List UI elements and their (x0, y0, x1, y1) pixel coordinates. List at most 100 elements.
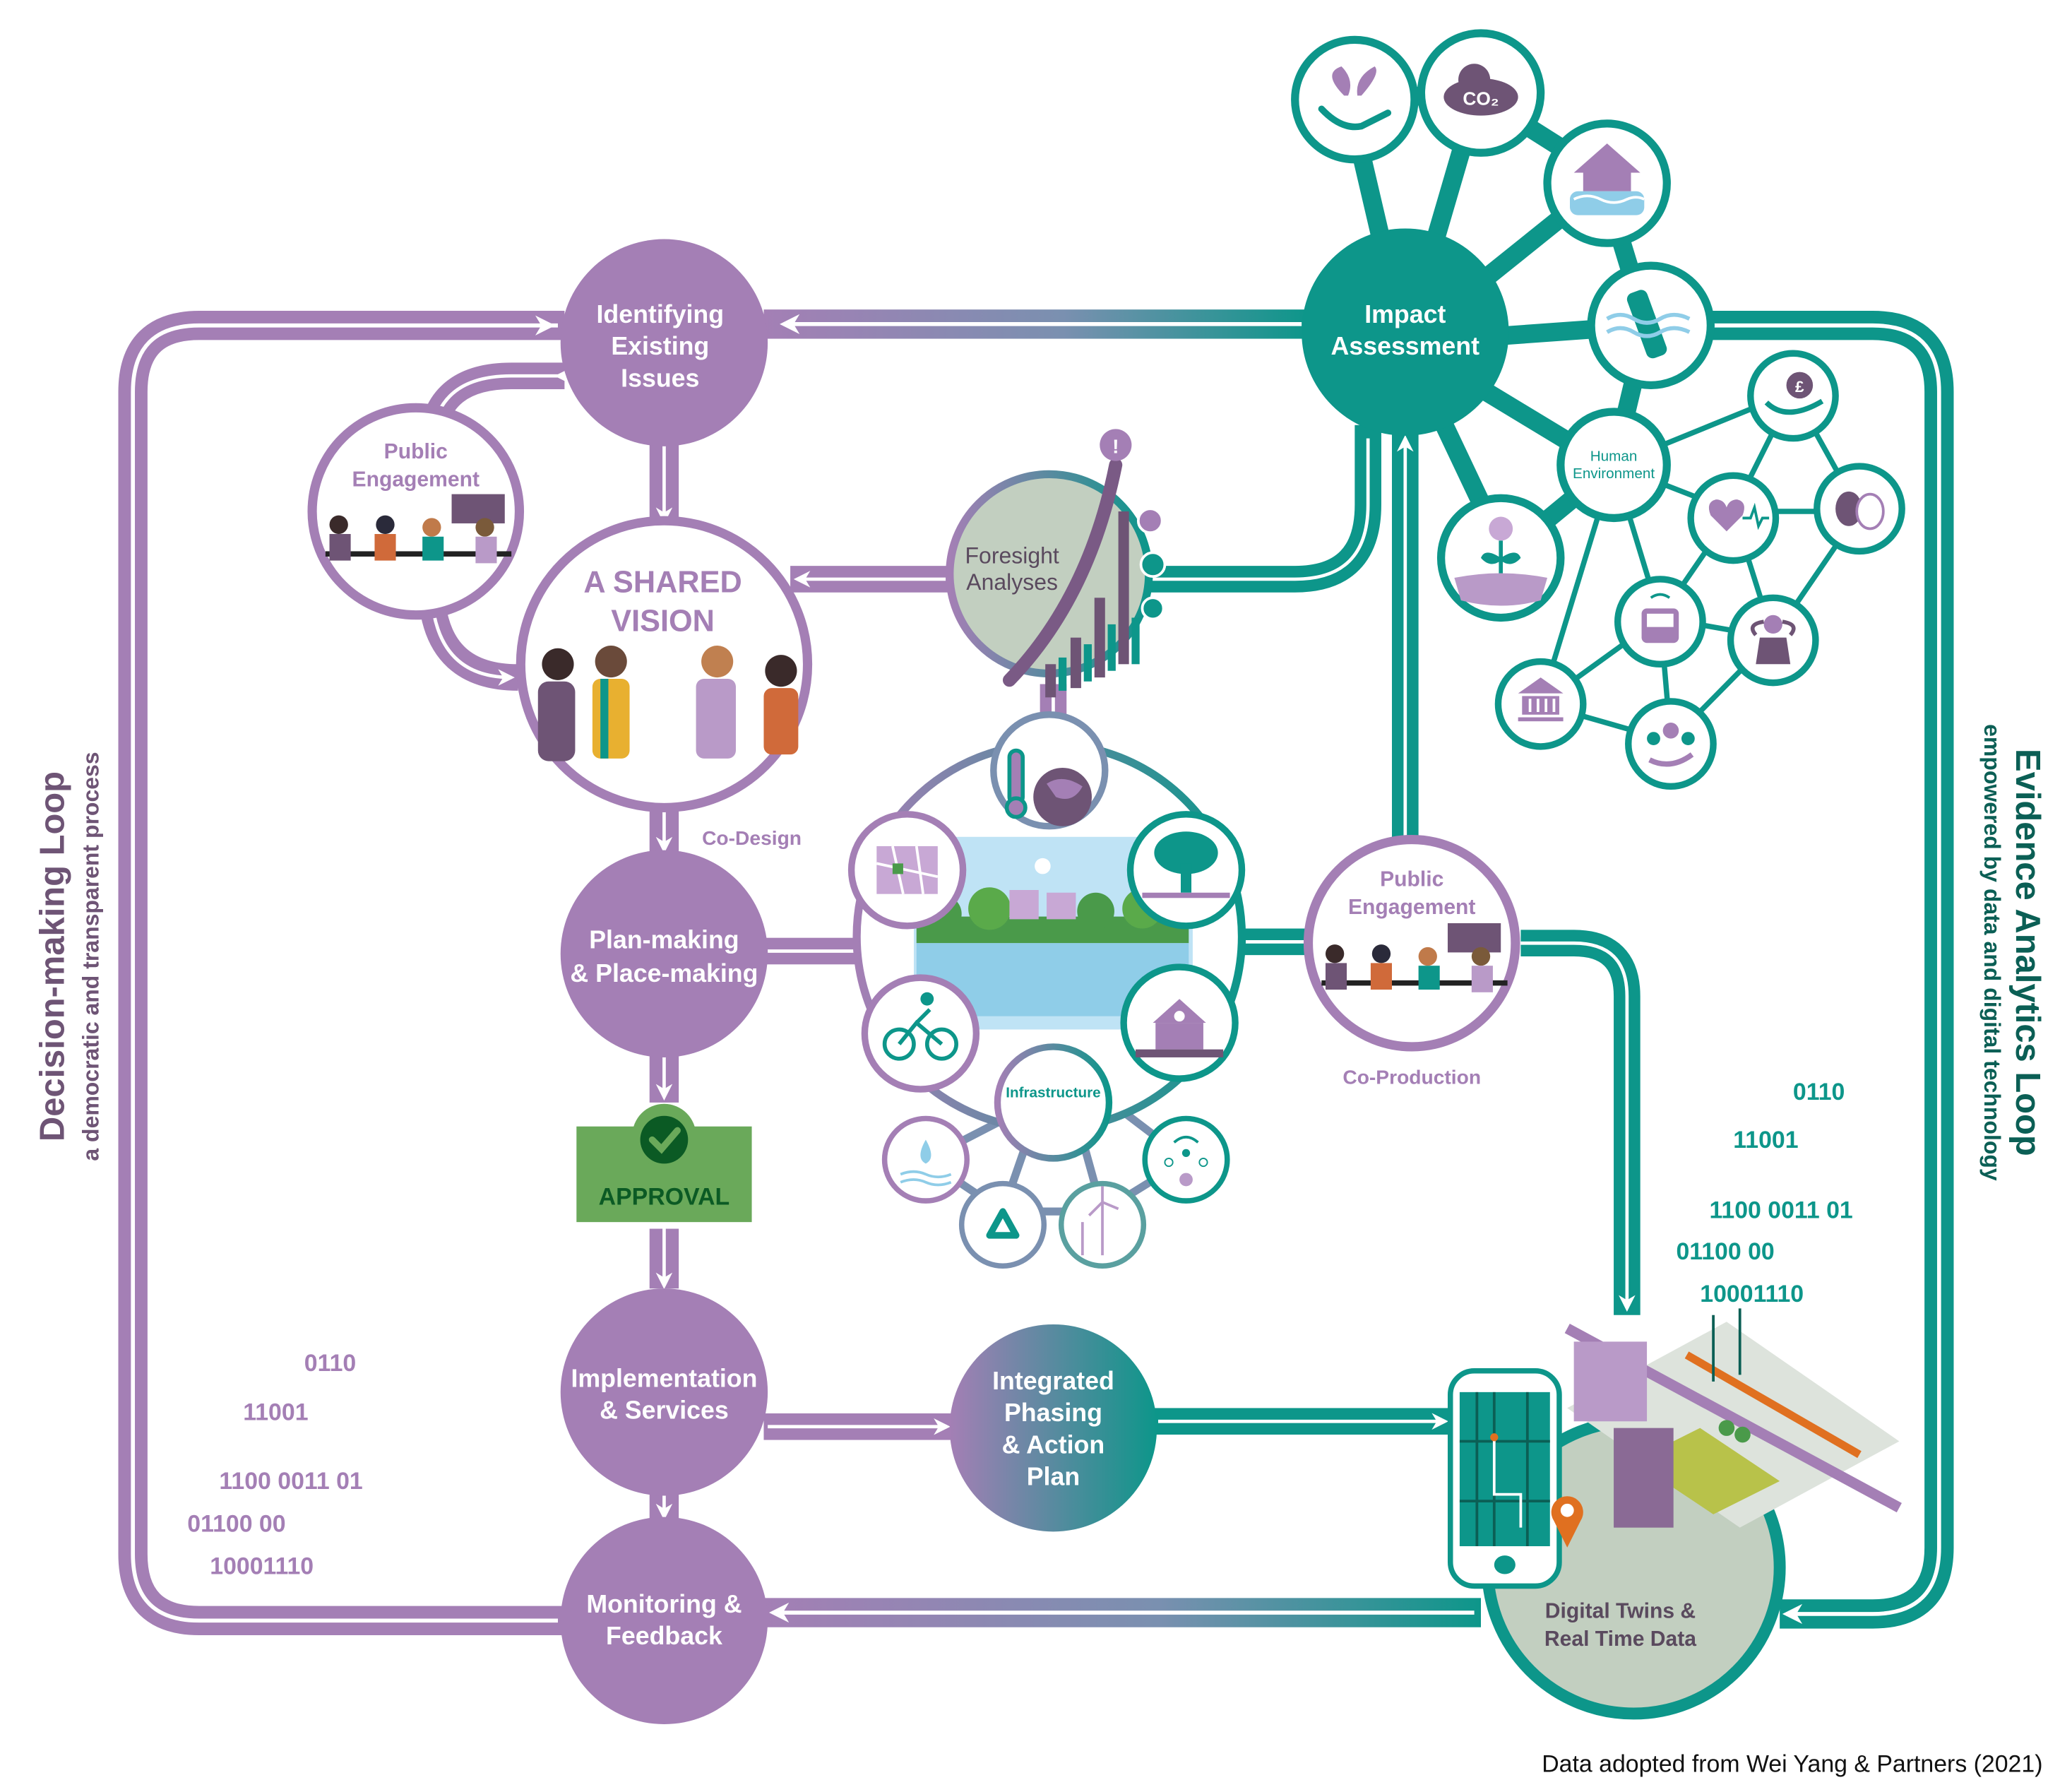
approval-badge[interactable]: APPROVAL (576, 1103, 752, 1223)
infrastructure-label: Infrastructure (1006, 1084, 1100, 1100)
node-label-line: Assessment (1331, 332, 1480, 360)
decision-loop-title: Decision-making Loop (33, 771, 71, 1141)
node-label-line: Plan (1027, 1463, 1080, 1491)
node-human-environment[interactable]: Human Environment (1556, 408, 1671, 523)
binary-text: 0110 (1793, 1079, 1845, 1105)
node-plan-making[interactable]: Plan-making & Place-making (560, 850, 768, 1057)
node-label-line: Foresight (965, 542, 1059, 568)
node-label-line: Digital Twins & (1545, 1600, 1696, 1623)
left-loop-title: Decision-making Loop a democratic and tr… (33, 752, 103, 1161)
people-handshake-illustration-icon (537, 645, 799, 761)
pound-symbol: £ (1795, 378, 1804, 396)
pound-in-hand-icon: £ (1747, 350, 1839, 442)
alert-icon-glyph: ! (1112, 434, 1119, 457)
relaxing-person-icon (1727, 594, 1819, 687)
bottle-in-water-icon (1587, 261, 1715, 390)
digital-twins-to-monitoring-arrow (763, 1598, 1481, 1627)
plant-in-hand-icon (1291, 35, 1419, 164)
decision-loop-track (118, 311, 565, 1636)
binary-text: 01100 00 (1676, 1238, 1774, 1265)
binary-text: 10001110 (1700, 1281, 1804, 1307)
binary-text: 0110 (304, 1350, 356, 1377)
institution-icon (1494, 658, 1587, 750)
evidence-loop-title: Evidence Analytics Loop (2008, 749, 2047, 1156)
checkmark-circle-icon (640, 1115, 689, 1164)
binary-text: 11001 (243, 1399, 308, 1425)
node-label-line: Impact (1364, 300, 1446, 328)
water-drops-icon (881, 1115, 970, 1204)
infrastructure-icons: Infrastructure (847, 711, 1246, 1269)
wind-turbine-icon (1058, 1180, 1147, 1269)
cyclist-icon (861, 974, 980, 1093)
infrastructure-hub[interactable]: Infrastructure (994, 1043, 1113, 1162)
node-monitoring-feedback[interactable]: Monitoring & Feedback (560, 1517, 768, 1725)
node-label-line: Human (1590, 449, 1638, 465)
node-label-line: Identifying (597, 300, 725, 328)
node-label-line: Public (1380, 867, 1443, 891)
node-label-line: Analyses (966, 569, 1058, 595)
foresight-to-vision-arrow (790, 566, 950, 593)
source-credit: Data adopted from Wei Yang & Partners (2… (1542, 1751, 2042, 1778)
bus-icon (1614, 576, 1706, 668)
flower-soil-icon (1436, 494, 1565, 622)
heart-pulse-icon (1687, 472, 1780, 564)
node-label-line: & Action (1002, 1430, 1105, 1459)
co2-label: CO₂ (1463, 88, 1499, 109)
node-label-line: Public (384, 440, 448, 463)
evidence-loop-track (1706, 311, 1954, 1629)
growth-bar-chart-icon (1002, 458, 1167, 698)
node-integrated-phasing[interactable]: Integrated Phasing & Action Plan (949, 1324, 1157, 1532)
node-label-line: Real Time Data (1544, 1627, 1696, 1651)
node-label-line: A SHARED (583, 566, 742, 600)
meeting-illustration-icon (1321, 923, 1508, 992)
thermometer-globe-icon (990, 711, 1109, 830)
node-label-line: Integrated (992, 1367, 1114, 1395)
node-label-line: Phasing (1004, 1399, 1102, 1427)
node-implementation-services[interactable]: Implementation & Services (560, 1288, 768, 1496)
town-hall-icon (1120, 963, 1239, 1082)
checkmark-icon (648, 1127, 681, 1154)
evidence-loop-subtitle: empowered by data and digital technology (1979, 724, 2005, 1181)
decision-loop-subtitle: a democratic and transparent process (78, 752, 103, 1161)
node-label-line: & Place-making (570, 959, 758, 987)
binary-text: 10001110 (210, 1553, 314, 1580)
node-public-engagement-left[interactable]: Public Engagement (307, 403, 525, 620)
node-label-line: Engagement (1348, 896, 1476, 919)
node-shared-vision[interactable]: A SHARED VISION (516, 516, 813, 812)
impact-to-identifying-arrow (763, 309, 1309, 339)
node-label-line: Engagement (352, 468, 480, 491)
co-production-label: Co-Production (1342, 1066, 1481, 1088)
location-pin-icon (1551, 1496, 1583, 1548)
alert-icon: ! (1100, 429, 1132, 461)
binary-text: 1100 0011 01 (219, 1468, 362, 1495)
co-design-label: Co-Design (702, 826, 802, 849)
theatre-masks-icon (1814, 463, 1905, 555)
node-label-line: Environment (1573, 465, 1655, 482)
binary-text: 11001 (1733, 1127, 1798, 1153)
flooded-house-icon (1543, 119, 1671, 247)
binary-text: 01100 00 (187, 1510, 285, 1537)
node-label-line: VISION (611, 604, 715, 638)
meeting-illustration-icon (325, 494, 512, 564)
node-label-line: & Services (600, 1396, 729, 1424)
tree-icon (1126, 811, 1246, 930)
node-identifying-existing-issues[interactable]: Identifying Existing Issues (560, 239, 768, 446)
node-label-line: Issues (621, 364, 699, 392)
map-icon (847, 811, 967, 930)
network-person-icon (1142, 1115, 1230, 1204)
smart-city-illustration (1564, 1308, 1902, 1528)
node-label-line: Monitoring & (586, 1590, 742, 1618)
node-foresight-analyses[interactable]: Foresight Analyses ! (946, 429, 1167, 698)
binary-text: 1100 0011 01 (1709, 1197, 1852, 1224)
coproduction-to-digital-twins-path (1520, 930, 1641, 1315)
node-impact-assessment[interactable]: Impact Assessment (1302, 228, 1509, 436)
recycle-icon (958, 1180, 1047, 1269)
node-public-engagement-right[interactable]: Public Engagement (1303, 834, 1520, 1052)
node-digital-twins[interactable]: Digital Twins & Real Time Data (1447, 1308, 1902, 1720)
community-care-icon (1625, 698, 1717, 790)
node-label-line: Plan-making (589, 926, 739, 954)
impact-to-coproduction-connectors (1392, 425, 1419, 844)
right-loop-title: Evidence Analytics Loop empowered by dat… (1979, 724, 2047, 1181)
node-label-line: Implementation (571, 1364, 757, 1392)
